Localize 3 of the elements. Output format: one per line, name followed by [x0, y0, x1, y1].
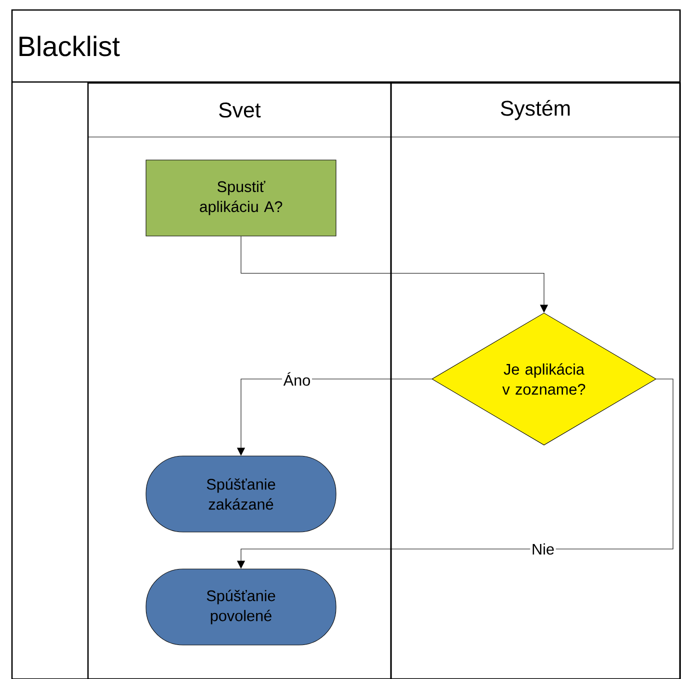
process-box: Spustiť aplikáciu A? [146, 160, 336, 236]
edge-label: Nie [530, 542, 556, 556]
edge-label: Áno [282, 370, 312, 388]
